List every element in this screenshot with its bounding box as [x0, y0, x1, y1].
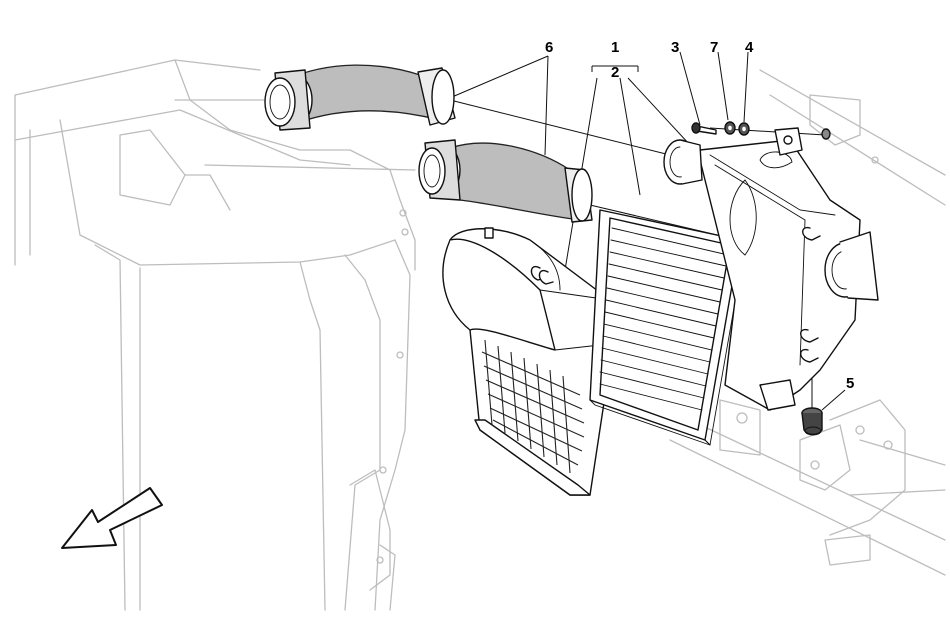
air-filter-housing [663, 127, 879, 411]
callout-labels: 1 2 3 4 5 6 7 [545, 39, 854, 392]
bolt-part-3 [691, 122, 717, 135]
callout-7: 7 [710, 39, 718, 56]
lower-intake-hose [418, 139, 593, 223]
callout-6: 6 [545, 39, 553, 56]
front-direction-arrow-icon [61, 487, 163, 549]
callout-4: 4 [745, 39, 754, 56]
callout-3: 3 [671, 39, 679, 56]
washer-part-4 [738, 122, 750, 136]
washer-part-7 [724, 121, 736, 135]
vehicle-body-structure [14, 59, 946, 611]
upper-intake-hose [264, 64, 456, 131]
callout-5: 5 [846, 375, 854, 392]
air-filter-element [589, 209, 746, 446]
rubber-mount-part-5 [801, 407, 823, 436]
callout-1: 1 [611, 39, 619, 56]
mount-nut [821, 128, 831, 140]
air-filter-cover [442, 227, 616, 496]
filter-pleats [599, 227, 729, 411]
cover-grid-ribs [481, 339, 585, 474]
callout-2: 2 [611, 64, 619, 81]
